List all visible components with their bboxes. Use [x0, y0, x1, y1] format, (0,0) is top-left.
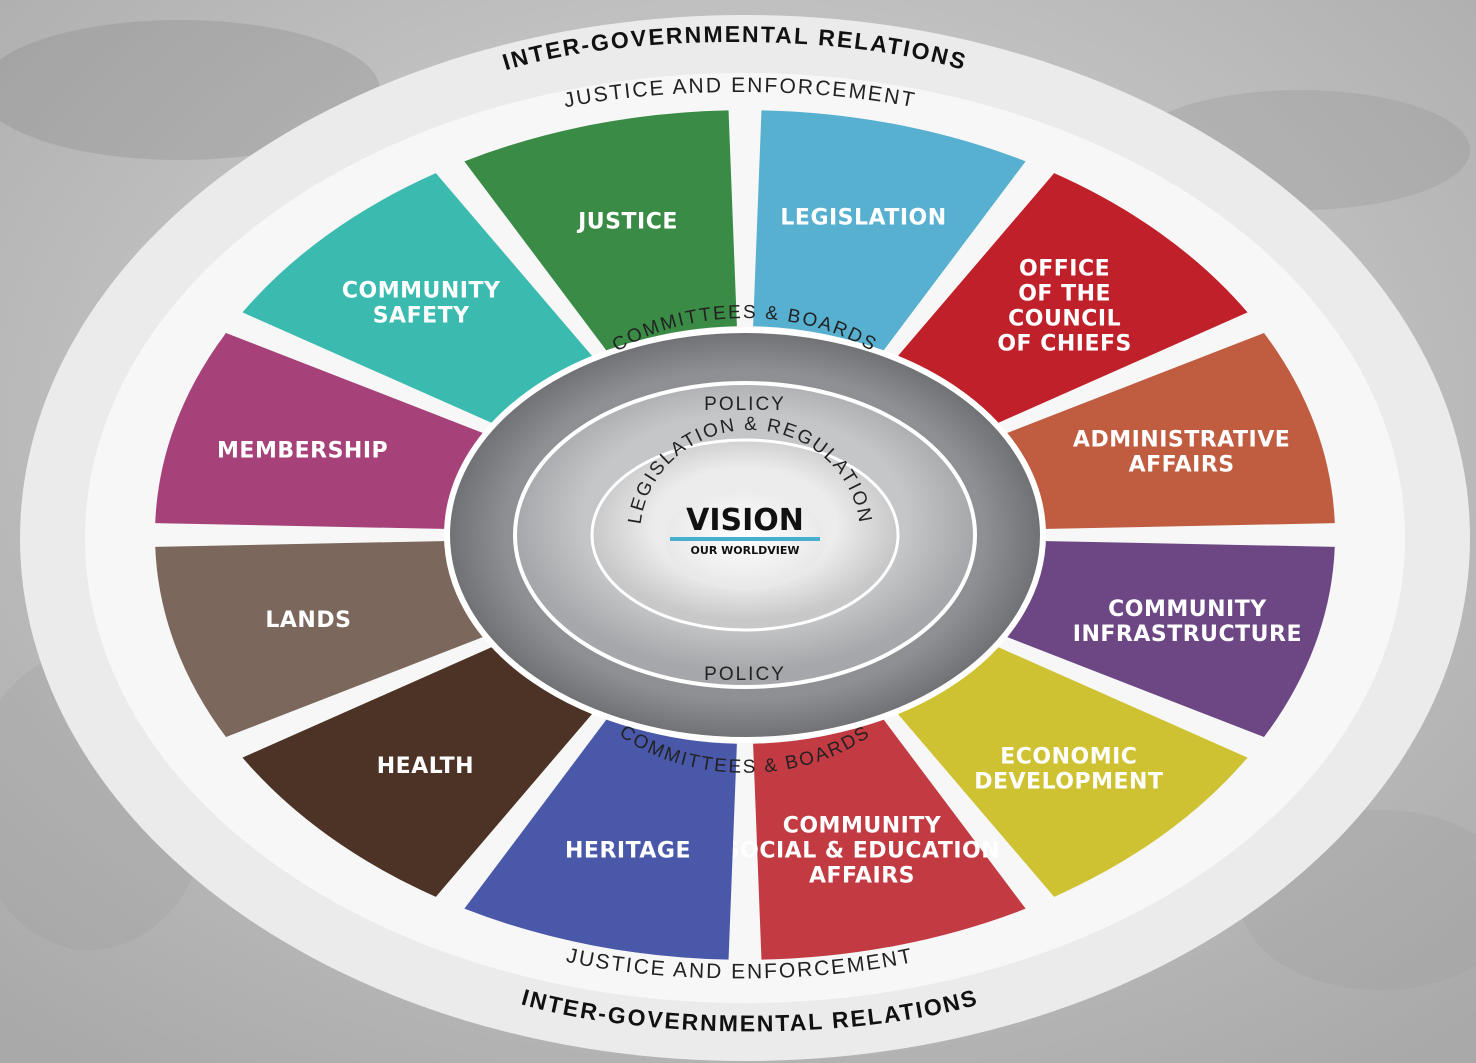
segment-label-line: ADMINISTRATIVE	[1073, 427, 1290, 452]
segment-label-line: AFFAIRS	[809, 863, 915, 888]
segment-label-heritage: HERITAGE	[565, 838, 691, 863]
vision-subtitle: OUR WORLDVIEW	[691, 544, 800, 557]
segment-label-line: AFFAIRS	[1129, 452, 1235, 477]
vision-title: VISION	[686, 503, 804, 538]
segment-label-line: SAFETY	[373, 303, 470, 328]
segment-lands	[155, 540, 490, 738]
segment-label-legislation: LEGISLATION	[780, 205, 946, 230]
policy-bottom-label: POLICY	[704, 664, 786, 685]
segment-label-line: COMMUNITY	[342, 278, 501, 303]
segment-label-line: ECONOMIC	[1000, 745, 1137, 770]
segment-label-line: HEALTH	[377, 754, 474, 779]
segment-label-line: SOCIAL & EDUCATION	[724, 838, 1000, 863]
segment-health	[242, 644, 594, 897]
segment-community-infrastructure	[1000, 540, 1335, 738]
segment-label-line: HERITAGE	[565, 838, 691, 863]
segment-label-line: COUNCIL	[1008, 306, 1121, 331]
segment-community-safety	[242, 173, 594, 426]
segment-label-line: OF THE	[1018, 281, 1111, 306]
segment-label-line: LEGISLATION	[780, 205, 946, 230]
segment-community-social-education-affairs	[753, 718, 1026, 960]
segment-label-line: LANDS	[265, 608, 351, 633]
policy-top-label: POLICY	[704, 394, 786, 415]
vision-underline	[670, 537, 820, 541]
segment-label-line: DEVELOPMENT	[974, 770, 1163, 795]
segment-label-lands: LANDS	[265, 608, 351, 633]
segment-label-line: MEMBERSHIP	[217, 439, 388, 464]
segment-label-line: INFRASTRUCTURE	[1073, 622, 1302, 647]
segment-administrative-affairs	[1000, 332, 1335, 530]
segment-economic-development	[896, 644, 1248, 897]
segment-label-line: OFFICE	[1019, 256, 1110, 281]
segment-label-membership: MEMBERSHIP	[217, 439, 388, 464]
segment-label-health: HEALTH	[377, 754, 474, 779]
segment-heritage	[464, 718, 737, 960]
segment-label-line: OF CHIEFS	[997, 331, 1132, 356]
segment-label-line: COMMUNITY	[783, 813, 942, 838]
segment-label-line: JUSTICE	[576, 210, 678, 235]
segment-label-justice: JUSTICE	[576, 210, 678, 235]
segment-justice	[464, 110, 737, 352]
segment-label-line: COMMUNITY	[1108, 597, 1267, 622]
segment-legislation	[753, 110, 1026, 352]
segment-office-of-the-council-of-chiefs	[896, 173, 1248, 426]
segment-membership	[155, 332, 490, 530]
